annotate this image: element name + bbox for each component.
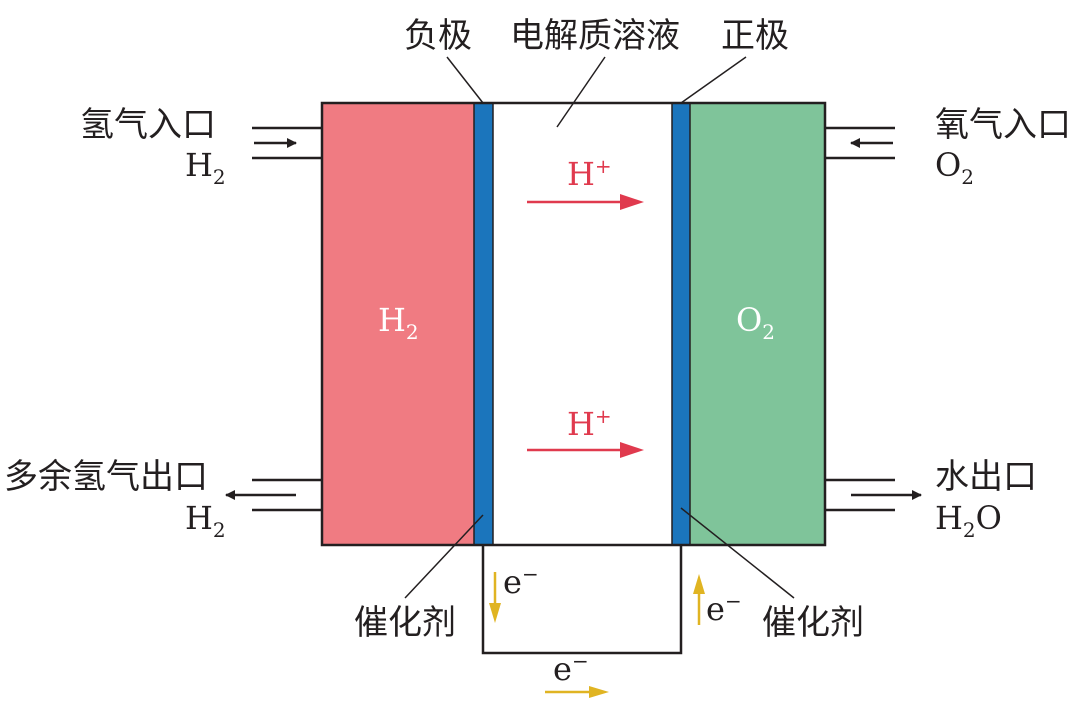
proton-label-bottom: H+ xyxy=(567,404,612,443)
h2-inlet-label: 氢气入口 xyxy=(80,105,216,145)
o2-inlet-pipe xyxy=(825,126,895,160)
h2-chamber-formula: H2 xyxy=(378,301,419,344)
external-circuit-wire xyxy=(481,545,683,655)
leader-lines xyxy=(404,56,795,599)
electron-label-right: e− xyxy=(706,589,742,628)
h2-outlet-pipe xyxy=(252,478,322,512)
proton-arrow-bottom xyxy=(527,442,644,458)
h2-inlet-formula: H2 xyxy=(185,146,226,189)
water-formula: H2O xyxy=(935,499,1002,542)
anode-label: 负极 xyxy=(404,16,472,56)
electron-label-bottom: e− xyxy=(553,649,589,688)
electron-arrow-down xyxy=(489,572,501,623)
hydrogen-chamber xyxy=(322,103,474,545)
catalyst-label-left: 催化剂 xyxy=(354,603,456,643)
electron-arrow-right xyxy=(545,686,609,698)
proton-label-top: H+ xyxy=(567,154,612,193)
catalyst-label-right: 催化剂 xyxy=(762,603,864,643)
o2-inlet-label: 氧气入口 xyxy=(935,105,1071,145)
electrolyte-label: 电解质溶液 xyxy=(510,16,680,56)
electrolyte-region xyxy=(493,103,672,545)
o2-chamber-formula: O2 xyxy=(736,301,775,344)
h2-outlet-formula: H2 xyxy=(185,499,226,542)
cathode-label: 正极 xyxy=(721,16,789,56)
h2-inlet-pipe xyxy=(252,126,322,160)
o2-inlet-formula: O2 xyxy=(935,146,974,189)
water-outlet-label: 水出口 xyxy=(935,457,1037,497)
proton-arrow-top xyxy=(527,194,644,210)
h2-outlet-label: 多余氢气出口 xyxy=(4,457,208,497)
oxygen-chamber xyxy=(690,103,825,545)
anode-electrode xyxy=(473,102,494,546)
electron-arrow-up xyxy=(693,574,705,625)
electron-label-left: e− xyxy=(503,562,539,601)
water-outlet-pipe xyxy=(825,478,895,512)
cathode-electrode xyxy=(671,102,691,546)
